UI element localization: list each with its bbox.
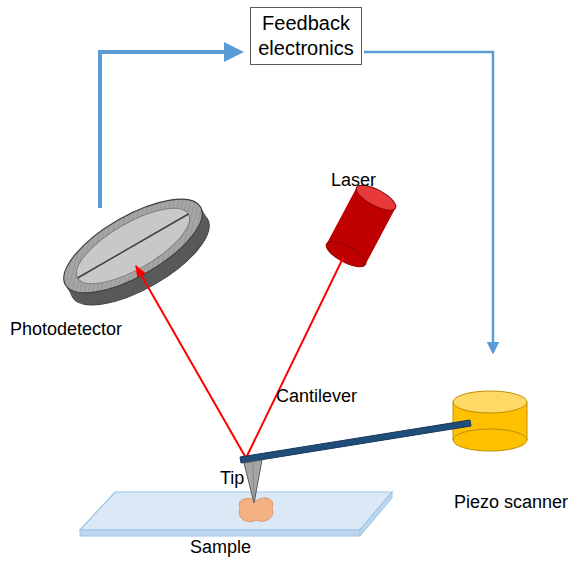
part-label: Piezo scanner — [454, 492, 568, 514]
probe-tip — [244, 460, 262, 503]
sample-specimen — [239, 498, 273, 522]
part-label: Sample — [190, 537, 251, 559]
part-label: Tip — [220, 468, 244, 490]
laser-beam — [136, 266, 246, 458]
sample-slide — [80, 492, 392, 536]
signal-arrow — [100, 52, 240, 208]
cantilever-beam — [240, 420, 471, 463]
part-label: Cantilever — [276, 386, 357, 408]
box-text: Feedback electronics — [258, 11, 354, 61]
process-box: Feedback electronics — [250, 7, 362, 65]
photodetector-symbol — [50, 181, 222, 323]
part-label: Photodetector — [10, 319, 122, 341]
laser-symbol — [323, 180, 399, 271]
part-label: Laser — [331, 170, 376, 192]
laser-beam — [246, 258, 343, 458]
